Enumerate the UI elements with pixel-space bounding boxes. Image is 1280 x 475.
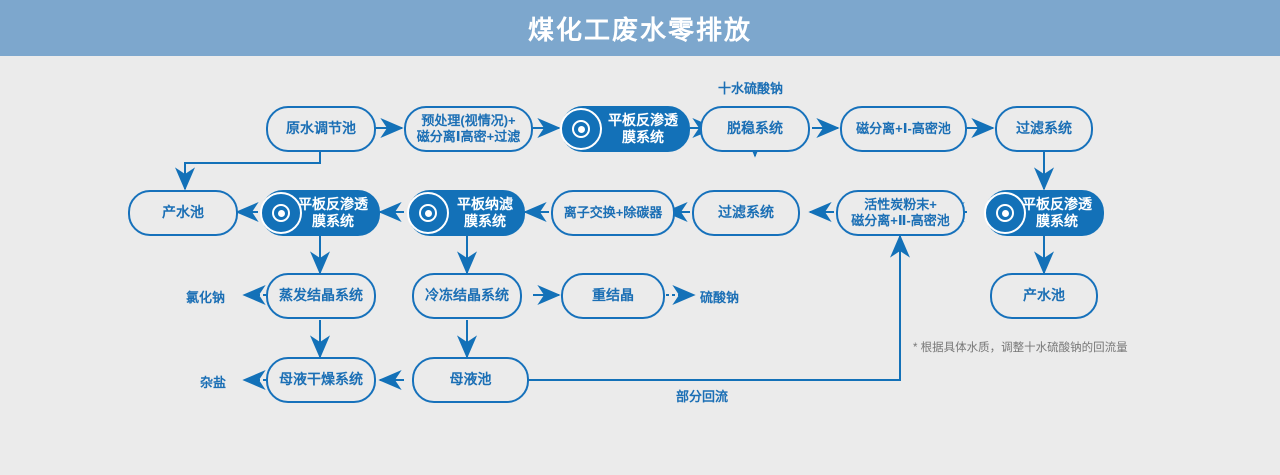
node-label: 产水池	[1023, 287, 1065, 304]
node-label: 平板反渗透 膜系统	[298, 195, 368, 230]
disc-icon	[260, 192, 302, 234]
label-sodium-sulfate-decahydrate: 十水硫酸钠	[718, 81, 784, 96]
node-evaporation-crystal[interactable]: 蒸发结晶系统	[266, 273, 376, 319]
node-recrystallization[interactable]: 重结晶	[561, 273, 665, 319]
flowchart-canvas: 原水调节池 预处理(视情况)+ 磁分离Ⅰ高密+过滤 平板反渗透 膜系统 脱稳系统…	[0, 56, 1280, 475]
node-freeze-crystal[interactable]: 冷冻结晶系统	[412, 273, 522, 319]
node-ro-membrane-right[interactable]: 平板反渗透 膜系统	[984, 190, 1104, 236]
node-raw-water-tank[interactable]: 原水调节池	[266, 106, 376, 152]
label-sodium-chloride: 氯化钠	[186, 290, 226, 305]
node-filter-mid[interactable]: 过滤系统	[692, 190, 800, 236]
disc-icon	[984, 192, 1026, 234]
node-mother-liquor-tank[interactable]: 母液池	[412, 357, 529, 403]
node-label: 过滤系统	[1016, 120, 1072, 137]
node-label: 冷冻结晶系统	[425, 287, 509, 304]
label-mixed-salt: 杂盐	[200, 375, 227, 390]
node-label: 平板反渗透 膜系统	[1022, 195, 1092, 230]
node-label: 原水调节池	[286, 120, 356, 137]
node-label: 活性炭粉末+ 磁分离+Ⅱ-高密池	[851, 196, 950, 228]
node-label: 过滤系统	[718, 204, 774, 221]
node-label: 产水池	[162, 204, 204, 221]
node-pretreatment[interactable]: 预处理(视情况)+ 磁分离Ⅰ高密+过滤	[404, 106, 533, 152]
node-filter-top[interactable]: 过滤系统	[995, 106, 1093, 152]
node-label: 平板纳滤 膜系统	[457, 195, 513, 230]
footnote-text: * 根据具体水质，调整十水硫酸钠的回流量	[913, 342, 1128, 354]
node-label: 离子交换+除碳器	[563, 204, 663, 220]
node-mother-liquor-dry[interactable]: 母液干燥系统	[266, 357, 376, 403]
node-label: 母液干燥系统	[279, 371, 363, 388]
node-label: 磁分离+Ⅰ-高密池	[856, 120, 951, 136]
node-product-water-left[interactable]: 产水池	[128, 190, 238, 236]
label-partial-reflux: 部分回流	[676, 389, 729, 404]
node-nf-membrane[interactable]: 平板纳滤 膜系统	[407, 190, 525, 236]
disc-icon	[407, 192, 449, 234]
node-destabilize[interactable]: 脱稳系统	[700, 106, 810, 152]
node-ion-exchange[interactable]: 离子交换+除碳器	[551, 190, 675, 236]
node-label: 蒸发结晶系统	[279, 287, 363, 304]
page-title: 煤化工废水零排放	[527, 14, 752, 45]
node-label: 脱稳系统	[727, 120, 783, 137]
node-ro-membrane-2[interactable]: 平板反渗透 膜系统	[260, 190, 380, 236]
node-product-water-right[interactable]: 产水池	[990, 273, 1098, 319]
node-label: 母液池	[449, 371, 492, 388]
disc-icon	[560, 108, 602, 150]
node-mag-sep-1[interactable]: 磁分离+Ⅰ-高密池	[840, 106, 967, 152]
node-ro-membrane-1[interactable]: 平板反渗透 膜系统	[560, 106, 690, 152]
page-header: 煤化工废水零排放	[0, 0, 1280, 56]
node-activated-carbon[interactable]: 活性炭粉末+ 磁分离+Ⅱ-高密池	[836, 190, 965, 236]
node-label: 平板反渗透 膜系统	[608, 111, 678, 146]
node-label: 预处理(视情况)+ 磁分离Ⅰ高密+过滤	[416, 112, 521, 144]
label-sodium-sulfate: 硫酸钠	[700, 290, 740, 305]
node-label: 重结晶	[592, 287, 634, 304]
